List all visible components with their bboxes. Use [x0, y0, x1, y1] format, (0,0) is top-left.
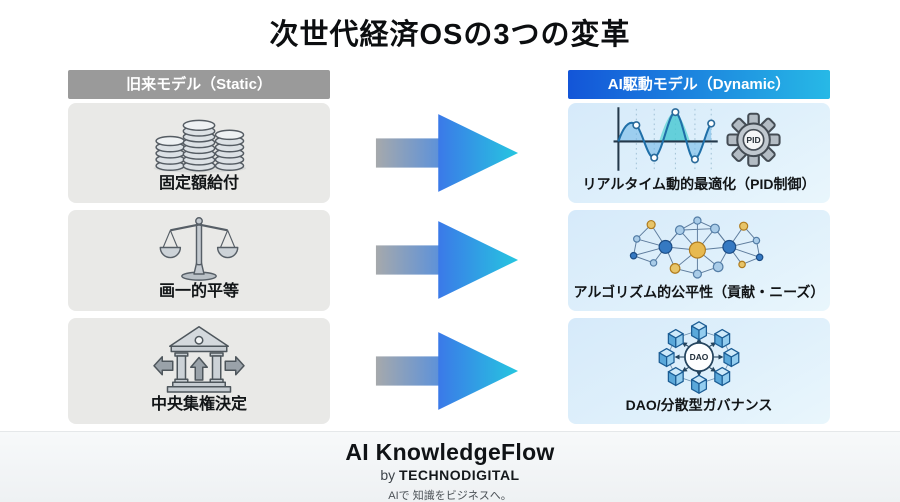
pid-waveform-gear-icon: PID	[568, 100, 830, 174]
brand-name: AI KnowledgeFlow	[345, 439, 555, 465]
card-label: 画一的平等	[158, 283, 239, 300]
byline: by TECHNODIGITAL	[0, 467, 900, 483]
card-label: DAO/分散型ガバナンス	[625, 397, 773, 413]
card-centralized-decision: 中央集権決定	[68, 318, 330, 424]
right-column-header: AI駆動モデル（Dynamic）	[568, 70, 830, 99]
balance-scale-icon	[68, 209, 330, 282]
page-title: 次世代経済OSの3つの変革	[269, 19, 631, 51]
network-graph-icon	[568, 210, 830, 282]
transform-arrow	[375, 221, 519, 299]
dao-circle-label: DAO	[690, 352, 709, 362]
card-label: 固定額給付	[158, 175, 239, 192]
card-uniform-equality: 画一的平等	[68, 210, 330, 311]
dao-network-icon: DAO	[568, 315, 830, 395]
card-label: アルゴリズム的公平性（貢献・ニーズ）	[573, 284, 825, 300]
transform-arrow	[375, 114, 519, 192]
transform-arrow	[375, 332, 519, 410]
card-fixed-payment: 固定額給付	[68, 103, 330, 203]
card-dao-governance: DAO DAO/分散型ガバナンス	[568, 318, 830, 424]
byline-company: TECHNODIGITAL	[399, 467, 520, 483]
byline-prefix: by	[380, 467, 396, 483]
card-algorithmic-fairness: アルゴリズム的公平性（貢献・ニーズ）	[568, 210, 830, 311]
left-column-header: 旧来モデル（Static）	[68, 70, 330, 99]
bank-building-icon	[68, 318, 330, 395]
tagline: AIで 知識をビジネスへ。	[388, 490, 512, 502]
card-realtime-optimization: PID リアルタイム動的最適化（PID制御）	[568, 103, 830, 203]
coin-stacks-icon	[68, 103, 330, 174]
card-label: 中央集権決定	[150, 396, 247, 413]
card-label: リアルタイム動的最適化（PID制御）	[582, 176, 816, 192]
footer: AI KnowledgeFlow by TECHNODIGITAL AIで 知識…	[0, 431, 900, 502]
pid-gear-label: PID	[746, 135, 760, 145]
